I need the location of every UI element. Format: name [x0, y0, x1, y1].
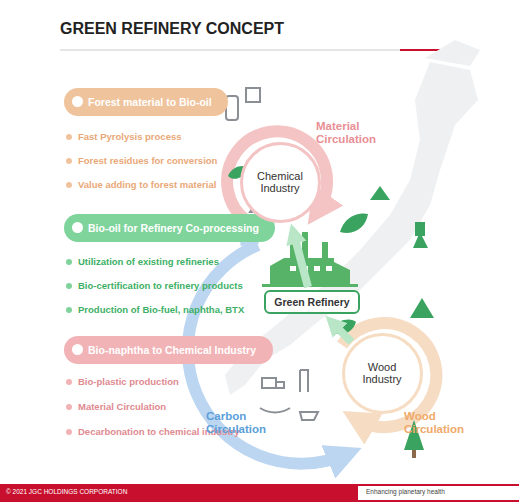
flow-arrow	[295, 239, 308, 287]
bullet-item: Utilization of existing refineries	[66, 256, 219, 267]
industry-circle: Wood Industry	[342, 333, 423, 414]
circulation-label: Material Circulation	[316, 120, 386, 146]
bullet-dot	[66, 182, 72, 188]
bullet-text: Production of Bio-fuel, naphtha, BTX	[78, 304, 244, 315]
node-text: Bio-oil for Refinery Co-processing	[88, 214, 263, 242]
bullet-text: Forest residues for conversion	[78, 155, 217, 166]
industry-circle: Chemical Industry	[240, 142, 321, 223]
bullet-item: Forest residues for conversion	[66, 155, 217, 166]
bullet-text: Value adding to forest material	[78, 179, 216, 190]
bullet-item: Material Circulation	[66, 401, 166, 412]
circulation-label: Carbon Circulation	[206, 410, 276, 436]
section-pill: Bio-oil for Refinery Co-processing	[64, 214, 275, 242]
bullet-text: Bio-certification to refinery products	[78, 280, 243, 291]
section-pill: Forest material to Bio-oil	[64, 88, 228, 116]
bullet-text: Fast Pyrolysis process	[78, 131, 182, 142]
circulation-label: Wood Circulation	[404, 410, 464, 436]
footer-text: © 2021 JGC HOLDINGS CORPORATION	[6, 488, 127, 495]
node-text-group: Bio-naphtha to Chemical Industry	[88, 336, 261, 364]
bullet-dot	[66, 134, 72, 140]
bullet-text: Bio-plastic production	[78, 376, 179, 387]
bullet-item: Value adding to forest material	[66, 179, 216, 190]
bullet-dot	[66, 429, 72, 435]
node-text-group: Chemical Industry	[243, 170, 318, 194]
bullet-dot	[66, 283, 72, 289]
flow-arrow	[337, 328, 351, 342]
refinery-box: Green Refinery	[264, 290, 359, 314]
bullet-item: Production of Bio-fuel, naphtha, BTX	[66, 304, 244, 315]
bullet-item: Bio-certification to refinery products	[66, 280, 243, 291]
bullet-item: Bio-plastic production	[66, 376, 179, 387]
section-pill: Bio-naphtha to Chemical Industry	[64, 336, 273, 364]
pill-dot	[72, 96, 83, 107]
bullet-text: Material Circulation	[78, 401, 166, 412]
bullet-text: Utilization of existing refineries	[78, 256, 219, 267]
node-text: Chemical Industry	[249, 170, 312, 194]
node-text: Green Refinery	[274, 296, 349, 308]
node-text-group: Green Refinery	[274, 296, 349, 308]
bullet-dot	[66, 379, 72, 385]
node-text: Forest material to Bio-oil	[88, 88, 216, 116]
node-text-group: Forest material to Bio-oil	[88, 88, 216, 116]
bullet-dot	[66, 307, 72, 313]
node-text-group: Bio-oil for Refinery Co-processing	[88, 214, 263, 242]
node-text: Bio-naphtha to Chemical Industry	[88, 336, 261, 364]
node-text-group: Wood Industry	[345, 361, 420, 385]
page-title: GREEN REFINERY CONCEPT	[60, 20, 284, 38]
pill-dot	[72, 344, 83, 355]
footer-text: Enhancing planetary health	[366, 488, 445, 495]
bullet-dot	[66, 158, 72, 164]
pill-dot	[72, 222, 83, 233]
bullet-item: Fast Pyrolysis process	[66, 131, 182, 142]
bullet-dot	[66, 404, 72, 410]
node-text: Wood Industry	[351, 361, 414, 385]
bullet-dot	[66, 259, 72, 265]
